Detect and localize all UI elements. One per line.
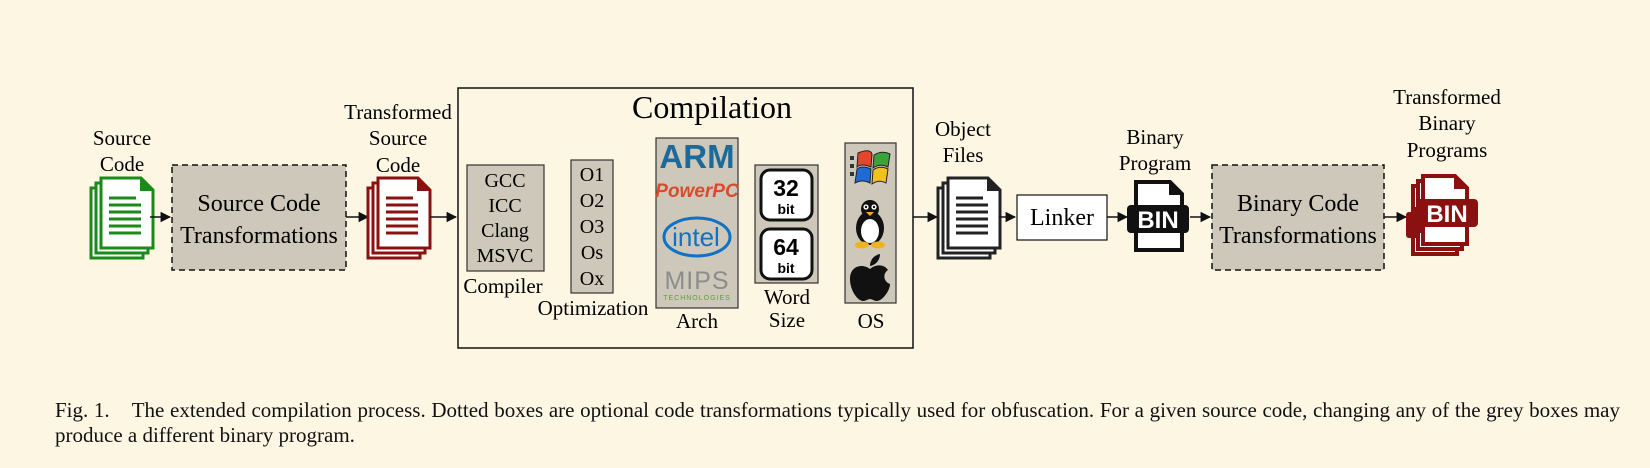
word-size-label: Word Size xyxy=(764,285,811,332)
mips-logo: MIPS xyxy=(664,267,729,295)
svg-text:O2: O2 xyxy=(580,190,604,212)
svg-text:Os: Os xyxy=(581,242,603,264)
word-size-box: 32 bit 64 bit xyxy=(754,164,819,284)
compilation-box xyxy=(457,87,914,349)
compilation-title: Compilation xyxy=(632,89,792,125)
compiler-box: GCC ICC Clang MSVC xyxy=(466,164,545,272)
os-label: OS xyxy=(858,309,885,333)
svg-text:GCC: GCC xyxy=(484,170,525,192)
object-files-label: Object Files xyxy=(935,117,991,167)
svg-text:MSVC: MSVC xyxy=(477,245,534,267)
svg-text:O3: O3 xyxy=(580,216,604,238)
windows-icon xyxy=(850,150,891,186)
svg-text:Transformed: Transformed xyxy=(1393,85,1501,109)
source-code-icon xyxy=(89,176,155,260)
os-box xyxy=(844,142,897,304)
transformed-source-icon xyxy=(366,176,432,260)
svg-text:Program: Program xyxy=(1119,151,1191,175)
svg-text:Binary: Binary xyxy=(1418,111,1476,135)
intel-logo-ring xyxy=(662,216,732,258)
linux-tux-icon xyxy=(855,200,885,249)
svg-text:Word: Word xyxy=(764,285,811,309)
svg-text:BIN: BIN xyxy=(1426,201,1467,228)
svg-text:Linker: Linker xyxy=(1030,205,1094,231)
binary-program-icon: BIN xyxy=(1127,180,1189,252)
svg-text:Ox: Ox xyxy=(580,268,604,290)
svg-text:Binary Code: Binary Code xyxy=(1237,191,1359,217)
binary-transform-box: Binary Code Transformations xyxy=(1211,164,1385,271)
32-bit-icon xyxy=(759,168,814,222)
svg-text:Source: Source xyxy=(369,126,427,150)
arch-label: Arch xyxy=(676,309,718,333)
svg-text:Code: Code xyxy=(376,153,420,177)
object-files-icon xyxy=(936,176,1002,260)
svg-text:Clang: Clang xyxy=(481,220,529,242)
arch-box: ARM PowerPC intel MIPS TECHNOLOGIES xyxy=(655,137,739,309)
optimization-box: O1 O2 O3 Os Ox xyxy=(570,159,614,294)
svg-text:bit: bit xyxy=(777,201,794,217)
transformed-source-label: Transformed Source Code xyxy=(344,100,452,177)
figure-caption: Fig. 1.The extended compilation process.… xyxy=(55,398,1620,448)
svg-text:Programs: Programs xyxy=(1407,138,1488,162)
arm-logo: ARM xyxy=(659,138,734,175)
svg-text:Transformations: Transformations xyxy=(1219,223,1377,249)
compilation-diagram: Source Code Source Code Transformations … xyxy=(89,85,1501,349)
intel-logo: intel xyxy=(672,222,720,252)
svg-text:Object: Object xyxy=(935,117,991,141)
mips-technologies: TECHNOLOGIES xyxy=(663,295,731,302)
source-transform-box: Source Code Transformations xyxy=(171,164,347,271)
svg-text:Transformed: Transformed xyxy=(344,100,452,124)
transformed-binary-icon: BIN xyxy=(1406,174,1478,256)
linker-box: Linker xyxy=(1016,194,1108,241)
svg-text:bit: bit xyxy=(777,260,794,276)
optimization-label: Optimization xyxy=(538,296,649,320)
svg-text:Binary: Binary xyxy=(1126,125,1184,149)
svg-text:Size: Size xyxy=(769,308,805,332)
svg-text:O1: O1 xyxy=(580,164,604,186)
svg-text:Code: Code xyxy=(100,152,144,176)
powerpc-logo: PowerPC xyxy=(655,181,739,202)
svg-text:Transformations: Transformations xyxy=(180,223,338,249)
binary-program-label: Binary Program xyxy=(1119,125,1191,175)
svg-text:32: 32 xyxy=(773,175,799,201)
caption-text: The extended compilation process. Dotted… xyxy=(55,398,1620,447)
svg-text:BIN: BIN xyxy=(1137,207,1178,234)
64-bit-icon xyxy=(759,227,814,281)
svg-text:ICC: ICC xyxy=(488,195,521,217)
apple-icon xyxy=(850,254,890,301)
svg-text:Source: Source xyxy=(93,126,151,150)
figure-number: Fig. 1. xyxy=(55,398,110,422)
transformed-binary-label: Transformed Binary Programs xyxy=(1393,85,1501,162)
svg-text:64: 64 xyxy=(773,234,799,260)
compiler-label: Compiler xyxy=(463,274,542,298)
svg-text:Files: Files xyxy=(943,143,984,167)
source-code-label: Source Code xyxy=(93,126,151,176)
svg-text:Source Code: Source Code xyxy=(197,191,320,217)
